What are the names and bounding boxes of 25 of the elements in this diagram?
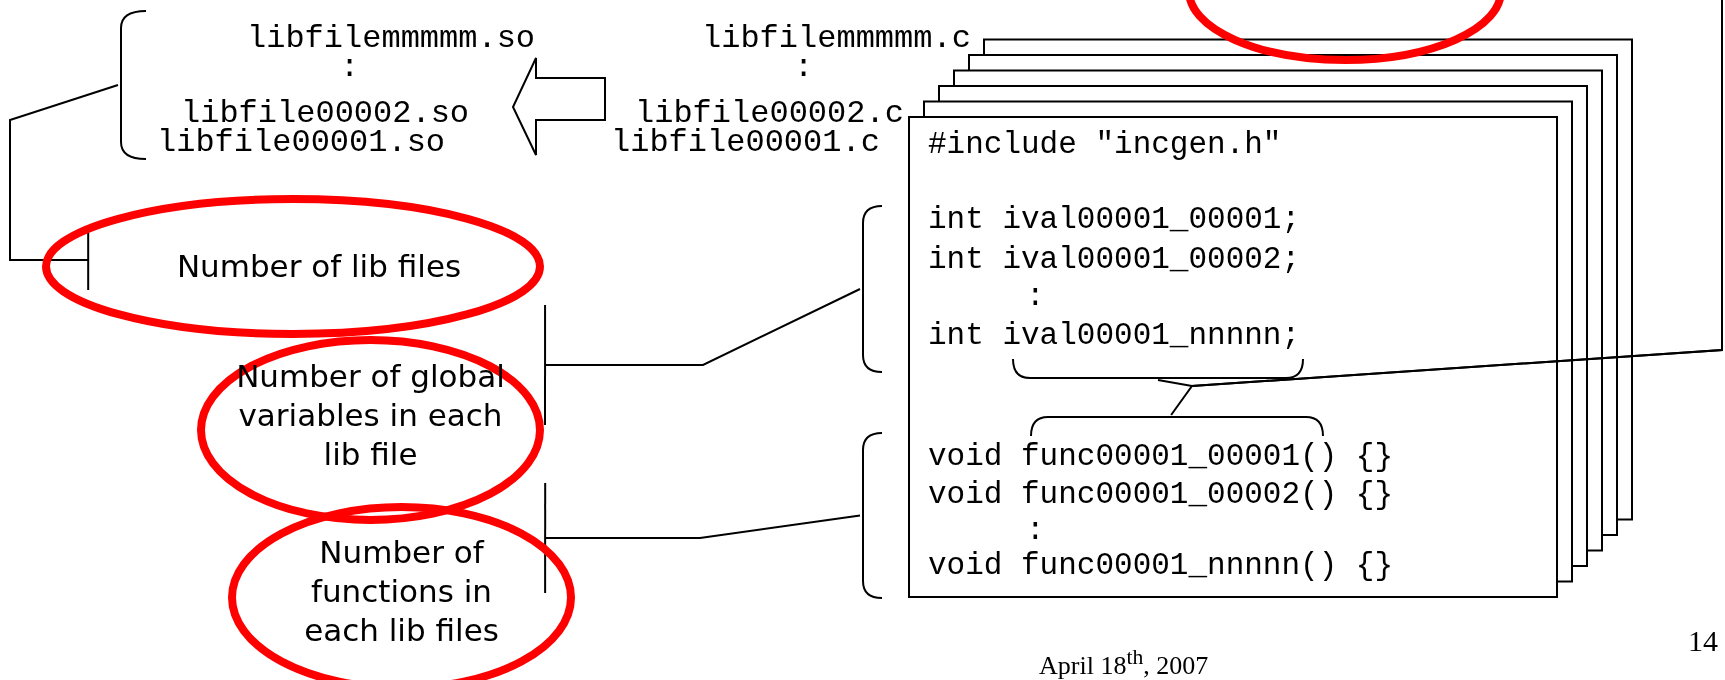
curly-brace	[860, 205, 882, 373]
code-line: :	[1026, 512, 1045, 550]
callout-ellipse	[197, 336, 544, 524]
callout-text: Number of global variables in each lib file	[235, 357, 506, 474]
callout-ellipse	[42, 195, 544, 338]
curly-brace	[860, 432, 882, 599]
callout-text: Number of functions in each lib files	[303, 533, 500, 650]
code-line: int ival00001_nnnnn;	[928, 317, 1301, 355]
callout-text: Number of lib files	[175, 247, 463, 286]
code-line: #include "incgen.h"	[928, 126, 1282, 164]
block-arrow	[511, 57, 606, 156]
code-line: void func00001_00002() {}	[928, 476, 1394, 514]
code-line: :	[1026, 278, 1045, 316]
code-line: void func00001_nnnnn() {}	[928, 547, 1394, 585]
leader-line	[544, 288, 861, 426]
code-line: void func00001_00001() {}	[928, 438, 1394, 476]
curly-brace	[1012, 358, 1304, 380]
curly-brace	[118, 10, 146, 160]
code-line: int ival00001_00002;	[928, 241, 1301, 279]
page-number: 14	[1688, 624, 1718, 657]
leader-line	[544, 481, 861, 594]
footer-text: April 18$^{th}$, 2007	[1039, 646, 1209, 680]
leader-line	[9, 84, 119, 292]
code-line: int ival00001_00001;	[928, 201, 1301, 239]
curly-brace	[1030, 415, 1324, 437]
